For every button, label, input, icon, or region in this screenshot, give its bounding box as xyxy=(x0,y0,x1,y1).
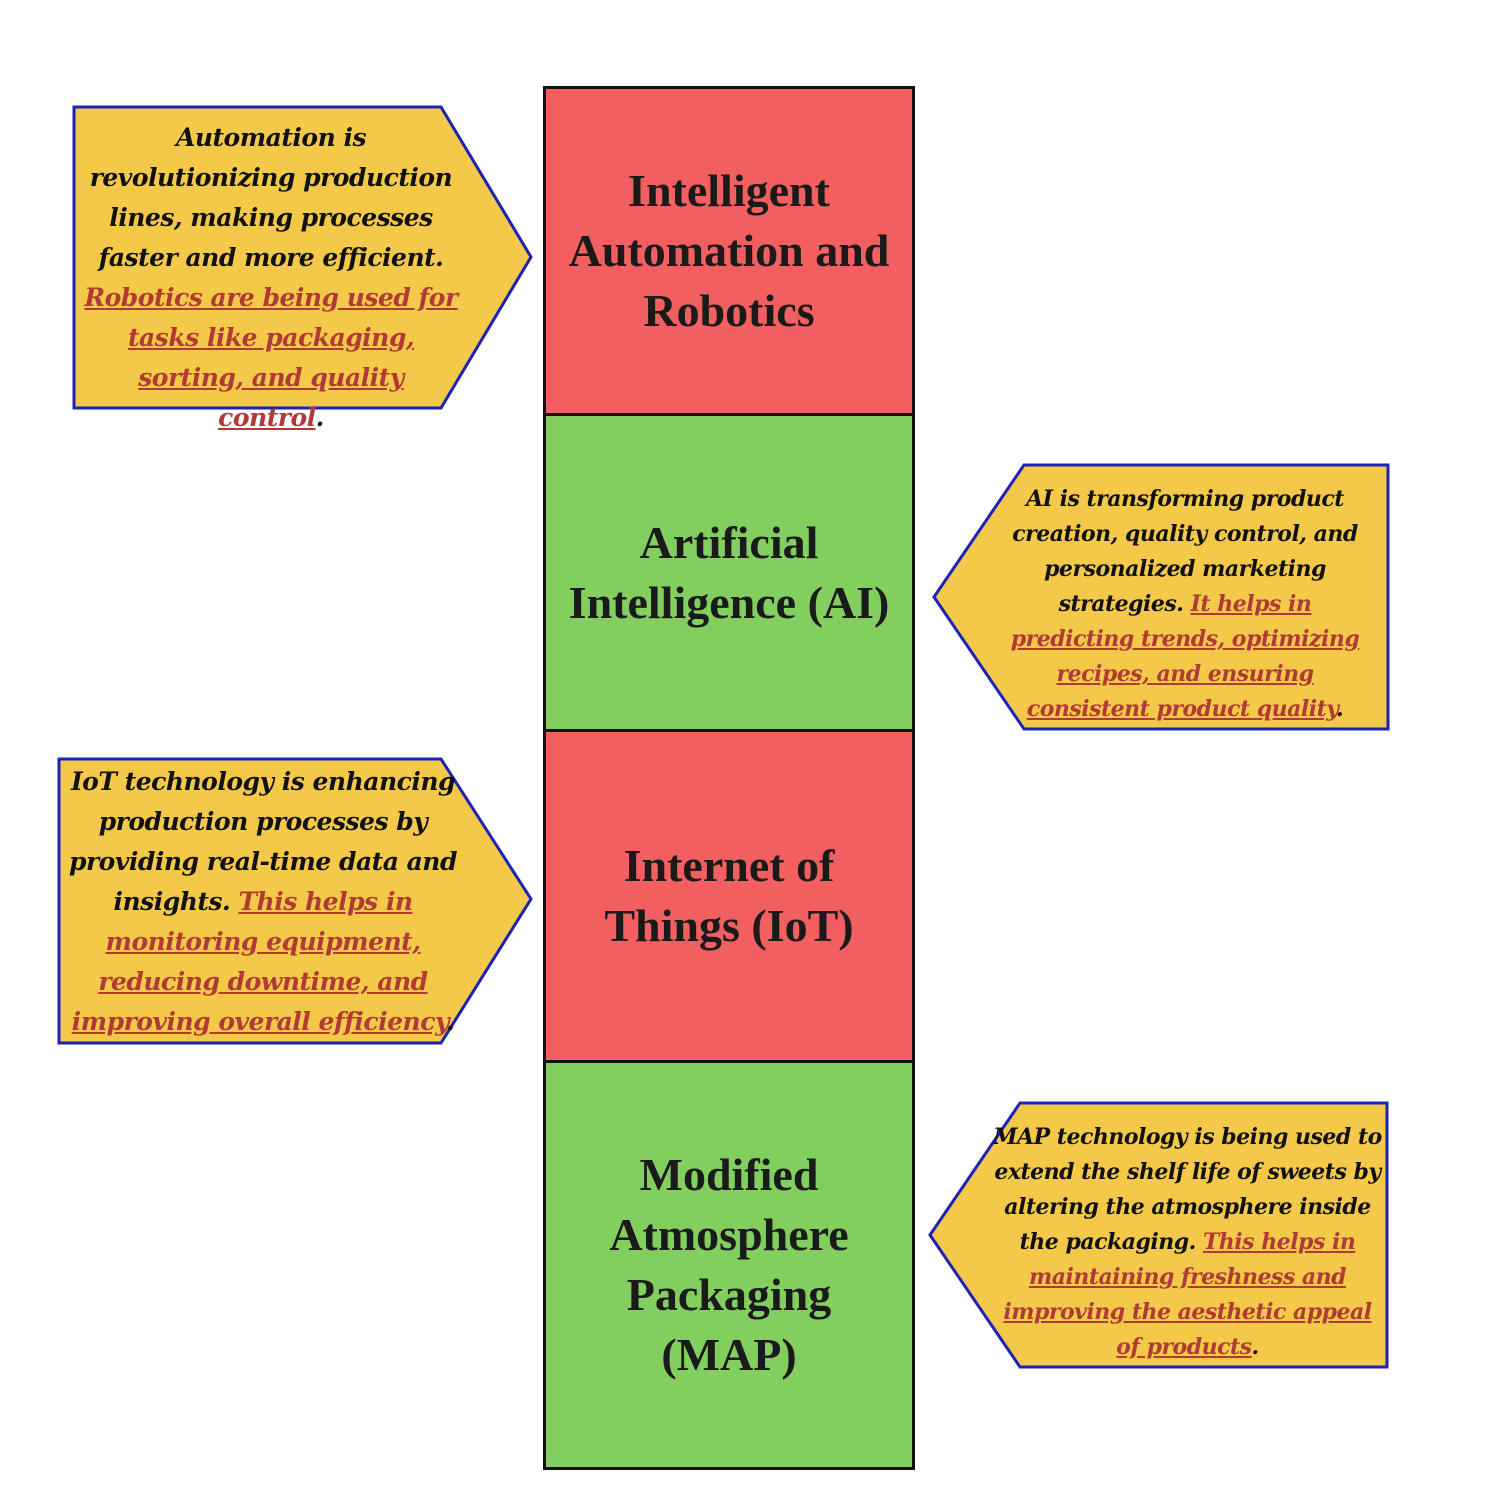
callout-highlight: This helps in monitoring equipment, redu… xyxy=(71,887,447,1036)
callout-arrow-ai xyxy=(932,463,1390,731)
callout-text-automation: Automation is revolutionizing production… xyxy=(82,118,460,438)
callout-body: IoT technology is enhancing production p… xyxy=(69,767,457,916)
callout-body: MAP technology is being used to extend t… xyxy=(993,1124,1382,1255)
callout-highlight: Robotics are being used for tasks like p… xyxy=(84,283,458,432)
block-title: Modified Atmosphere Packaging (MAP) xyxy=(609,1149,849,1380)
callout-body: AI is transforming product creation, qua… xyxy=(1012,486,1358,617)
callout-text-map: MAP technology is being used to extend t… xyxy=(990,1120,1385,1365)
block-title: Intelligent Automation and Robotics xyxy=(568,165,890,336)
callout-highlight: It helps in predicting trends, optimizin… xyxy=(1010,591,1360,722)
callout-end: . xyxy=(1251,1334,1260,1360)
block-modified-atmosphere-packaging: Modified Atmosphere Packaging (MAP) xyxy=(543,1060,915,1470)
callout-end: . xyxy=(446,1007,455,1036)
block-intelligent-automation: Intelligent Automation and Robotics xyxy=(543,86,915,416)
callout-end: . xyxy=(315,403,325,432)
callout-highlight: This helps in maintaining freshness and … xyxy=(1003,1229,1372,1360)
callout-arrow-iot xyxy=(57,757,533,1045)
callout-arrow-map xyxy=(928,1101,1389,1369)
block-artificial-intelligence: Artificial Intelligence (AI) xyxy=(543,413,915,732)
block-title: Artificial Intelligence (AI) xyxy=(568,516,890,628)
callout-end: . xyxy=(1336,696,1344,722)
block-internet-of-things: Internet of Things (IoT) xyxy=(543,729,915,1063)
block-title: Internet of Things (IoT) xyxy=(604,840,854,951)
callout-arrow-automation xyxy=(72,105,533,410)
callout-text-iot: IoT technology is enhancing production p… xyxy=(64,762,462,1042)
callout-text-ai: AI is transforming product creation, qua… xyxy=(995,482,1375,727)
callout-body: Automation is revolutionizing production… xyxy=(89,123,453,272)
